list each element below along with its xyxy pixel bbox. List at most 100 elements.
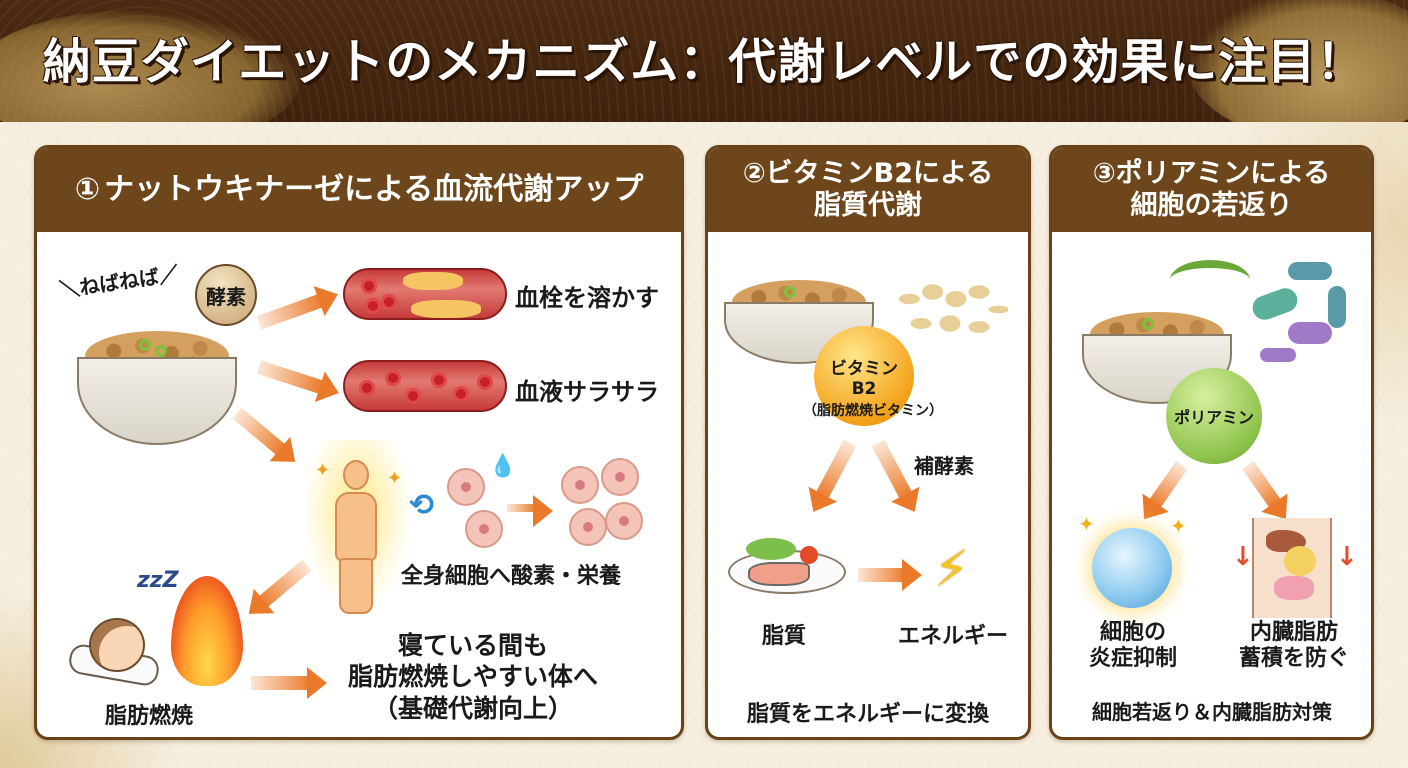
body-legs bbox=[339, 558, 373, 614]
sleeping-person-icon bbox=[67, 618, 169, 688]
green-onion bbox=[1142, 318, 1154, 330]
header-banner: 納豆ダイエットのメカニズム：代謝レベルでの効果に注目！ bbox=[0, 0, 1408, 122]
down-arrow-icon: ↓ bbox=[1336, 542, 1358, 572]
panel-heading: ②ビタミンB2による 脂質代謝 bbox=[708, 148, 1028, 232]
cell-icon bbox=[569, 508, 607, 546]
result-line-1: 寝ている間も bbox=[397, 631, 548, 660]
tomato bbox=[800, 546, 818, 564]
red-blood-cell bbox=[381, 294, 397, 310]
arrow-to-cell bbox=[1147, 460, 1188, 510]
arrow-lipid-to-energy bbox=[858, 559, 922, 591]
fat-burning-vitamin-label: （脂肪燃焼ビタミン） bbox=[803, 403, 943, 419]
panel-heading-line-1: ②ビタミンB2による bbox=[743, 158, 993, 190]
panel-heading-line-2: 脂質代謝 bbox=[814, 190, 922, 221]
cell-icon bbox=[605, 502, 643, 540]
arrow-to-lipid bbox=[814, 439, 857, 502]
panel-heading-text: ポリアミンによる bbox=[1115, 157, 1331, 189]
cell-icon bbox=[561, 466, 599, 504]
result-line-3: （基礎代謝向上） bbox=[372, 693, 573, 723]
panel-heading-line-1: ③ポリアミンによる bbox=[1093, 158, 1331, 190]
panel-heading: ③ポリアミンによる 細胞の若返り bbox=[1052, 148, 1371, 232]
blood-vessel-smooth-icon bbox=[343, 360, 507, 412]
arrow-to-cells bbox=[507, 495, 553, 527]
enzyme-bubble: 酵素 bbox=[195, 264, 257, 326]
arrow-to-clot bbox=[256, 293, 326, 330]
bacteria-teal bbox=[1328, 286, 1346, 328]
sphere-text-2: B2 bbox=[851, 378, 877, 399]
inflammation-label: 細胞の 炎症抑制 bbox=[1068, 620, 1198, 673]
bacteria-purple bbox=[1260, 348, 1296, 362]
bacteria-icon bbox=[1248, 262, 1358, 372]
green-onion bbox=[139, 339, 151, 351]
dissolve-clot-label: 血栓を溶かす bbox=[515, 284, 659, 312]
panel-polyamine: ③ポリアミンによる 細胞の若返り ポリアミン ✦ ✦ ↓ ↓ 細胞の 炎症抑制 … bbox=[1049, 145, 1374, 740]
down-arrow-icon: ↓ bbox=[1232, 542, 1254, 572]
panel-heading-text: ビタミンB2による bbox=[765, 157, 994, 189]
fat-burning-label: 脂肪燃焼 bbox=[105, 704, 194, 729]
inflammation-line-1: 細胞の bbox=[1099, 620, 1166, 645]
arrow-to-result bbox=[251, 667, 327, 699]
stomach bbox=[1284, 546, 1316, 576]
plaque bbox=[411, 300, 481, 318]
sparkle-icon: ✦ bbox=[1170, 514, 1187, 538]
zzz-icon: zzZ bbox=[137, 568, 179, 593]
soybeans-icon bbox=[892, 278, 1008, 348]
blood-vessel-clot-icon bbox=[343, 268, 507, 320]
water-drop-icon: 💧 bbox=[489, 454, 517, 479]
visceral-fat-label: 内臓脂肪 蓄積を防ぐ bbox=[1224, 620, 1364, 673]
plaque bbox=[403, 272, 463, 290]
body-torso bbox=[335, 492, 377, 562]
step-number: ① bbox=[74, 172, 101, 207]
glowing-body-icon: ✦ ✦ bbox=[297, 440, 417, 620]
body-head bbox=[343, 460, 369, 490]
arrow-to-body bbox=[232, 407, 288, 457]
intestine bbox=[1274, 576, 1314, 600]
visceral-line-2: 蓄積を防ぐ bbox=[1238, 646, 1349, 672]
result-line-2: 脂肪燃焼しやすい体へ bbox=[348, 662, 598, 692]
panel-vitamin-b2: ②ビタミンB2による 脂質代謝 ビタミン B2 （脂肪燃焼ビタミン） 補酵素 ⚡… bbox=[705, 145, 1031, 740]
green-curved-arrow-icon bbox=[1170, 260, 1250, 300]
panel-nattokinase: ① ナットウキナーゼによる血流代謝アップ ＼ねばねば／ 酵素 血栓を溶かす 血液… bbox=[34, 145, 684, 740]
summary-label: 脂質をエネルギーに変換 bbox=[746, 702, 989, 727]
fire-icon bbox=[171, 576, 243, 686]
bacteria-green bbox=[1249, 284, 1301, 324]
oxygen-nutrition-label: 全身細胞へ酸素・栄養 bbox=[401, 564, 622, 589]
wave-pattern-decoration bbox=[0, 0, 1408, 122]
sparkle-icon: ✦ bbox=[1078, 512, 1095, 536]
bacteria-teal bbox=[1288, 262, 1332, 280]
sphere-text: ポリアミン bbox=[1174, 408, 1254, 427]
sticky-text: ねばねば bbox=[77, 264, 161, 300]
arrow-to-energy bbox=[871, 439, 914, 502]
red-blood-cell bbox=[385, 370, 401, 386]
lipid-label: 脂質 bbox=[762, 624, 807, 649]
cell-icon bbox=[601, 458, 639, 496]
step-number: ③ bbox=[1092, 157, 1116, 189]
natto-bowl-illustration bbox=[724, 276, 874, 366]
sparkle-icon: ✦ bbox=[387, 468, 403, 489]
abdomen-organs-icon bbox=[1252, 518, 1332, 618]
glowing-cell-icon bbox=[1092, 528, 1172, 608]
red-blood-cell bbox=[359, 380, 375, 396]
sparkle-icon: ✦ bbox=[315, 460, 331, 481]
face bbox=[89, 618, 145, 672]
red-blood-cell bbox=[477, 374, 493, 390]
result-text: 寝ている間も 脂肪燃焼しやすい体へ （基礎代謝向上） bbox=[323, 630, 623, 724]
cell-icon bbox=[447, 468, 485, 506]
sticky-label: ＼ねばねば／ bbox=[58, 261, 181, 303]
polyamine-sphere: ポリアミン bbox=[1166, 368, 1262, 464]
step-number: ② bbox=[742, 157, 766, 189]
inflammation-line-2: 炎症抑制 bbox=[1088, 646, 1177, 672]
sphere-text-1: ビタミン bbox=[830, 358, 898, 379]
energy-label: エネルギー bbox=[898, 624, 1009, 649]
salmon-plate-icon bbox=[728, 538, 846, 598]
cell-icon bbox=[465, 510, 503, 548]
gold-cloud-decoration bbox=[1188, 0, 1408, 122]
green-onion bbox=[155, 345, 167, 357]
lettuce bbox=[746, 538, 796, 560]
red-blood-cell bbox=[405, 388, 421, 404]
enzyme-text: 酵素 bbox=[206, 284, 246, 309]
red-blood-cell bbox=[453, 386, 469, 402]
panel-heading-text: ナットウキナーゼによる血流代謝アップ bbox=[104, 172, 644, 207]
panel-heading: ① ナットウキナーゼによる血流代謝アップ bbox=[37, 148, 681, 232]
visceral-line-1: 内臓脂肪 bbox=[1249, 620, 1338, 645]
